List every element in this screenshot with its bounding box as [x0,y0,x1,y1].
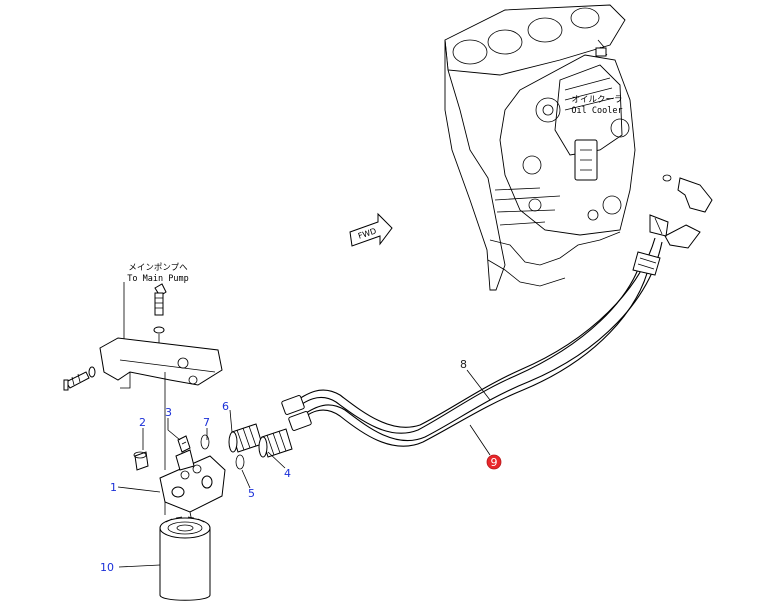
connector-6 [228,423,263,453]
callout-10[interactable]: 10 [100,561,114,574]
filter-bracket-assembly [63,283,226,523]
hose-assembly [281,237,663,447]
oil-cooler-en: Oil Cooler [571,106,622,116]
callout-numbers: 1 2 3 4 5 6 7 8 9 10 [100,358,502,574]
callout-5[interactable]: 5 [248,487,255,500]
filter-head [159,455,226,523]
bracket-side-bolt [63,366,96,391]
leader-lines [117,369,491,568]
fwd-arrow-icon: FWD [349,212,393,247]
filter-cartridge [159,516,211,601]
oil-cooler-jp: オイルクーラ [571,95,622,105]
main-pump-en: To Main Pump [127,274,188,284]
elbow-part [175,435,195,471]
callout-1[interactable]: 1 [110,481,117,494]
callout-8[interactable]: 8 [460,358,467,371]
o-ring-parts [200,434,245,470]
main-pump-label: メインポンプへ To Main Pump [120,263,189,351]
callout-4[interactable]: 4 [284,467,291,480]
plug-part [133,451,149,471]
callout-9-highlight[interactable]: 9 [486,454,502,470]
connector-4 [258,428,293,458]
callout-7[interactable]: 7 [203,416,210,429]
main-pump-jp: メインポンプへ [128,263,188,273]
callout-6[interactable]: 6 [222,400,229,413]
callout-9: 9 [491,456,498,469]
cooler-elbow-fittings [649,174,713,249]
callout-3[interactable]: 3 [165,406,172,419]
oil-cooler-label: オイルクーラ Oil Cooler [571,95,622,116]
engine-block [444,4,636,291]
callout-2[interactable]: 2 [139,416,146,429]
